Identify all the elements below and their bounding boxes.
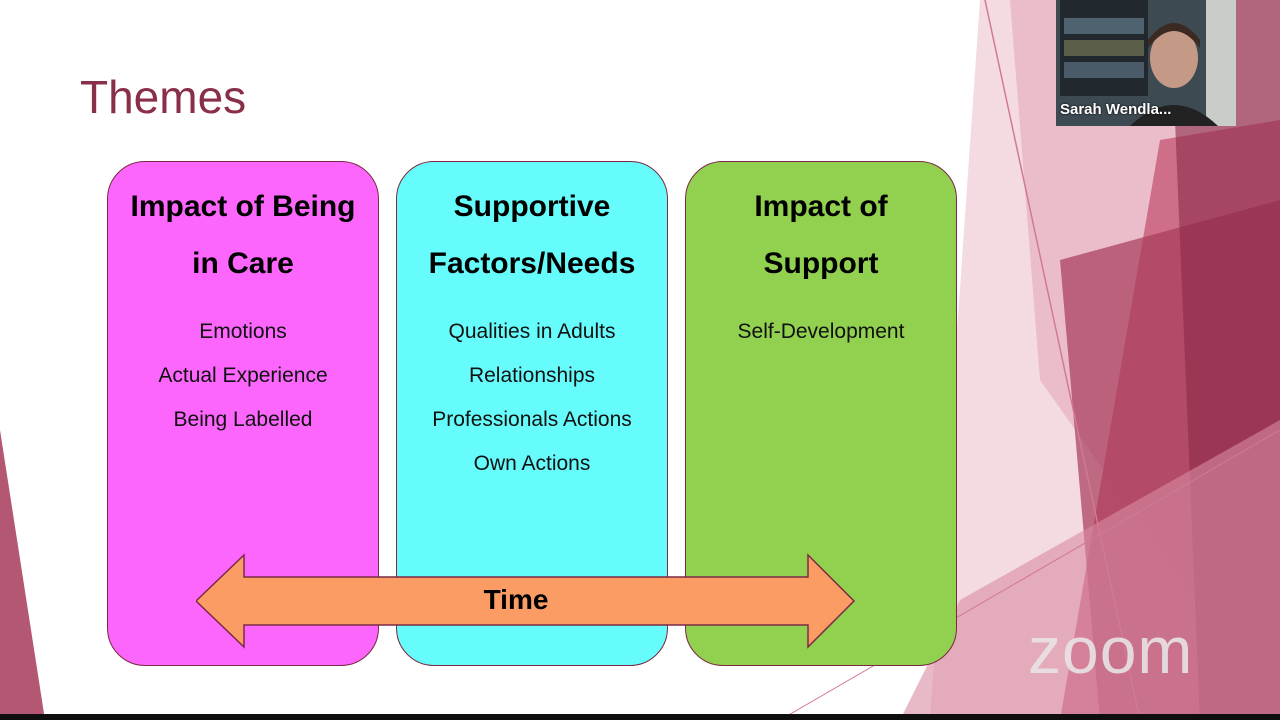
list-item: Actual Experience [158, 364, 328, 387]
list-item: Emotions [199, 320, 287, 343]
list-item: Own Actions [473, 452, 591, 475]
panel-item-list: Qualities in Adults Relationships Profes… [397, 310, 667, 486]
bottom-edge-bar [0, 714, 1280, 720]
panel-item-list: Emotions Actual Experience Being Labelle… [108, 310, 378, 442]
panel-heading: Supportive Factors/Needs [428, 190, 636, 280]
timeline-label: Time [483, 584, 549, 615]
list-item: Being Labelled [173, 408, 313, 431]
zoom-watermark: zoom [1028, 613, 1194, 687]
participant-video-thumbnail[interactable] [1056, 0, 1236, 126]
webcam-feed-image [1056, 0, 1236, 126]
list-item: Relationships [468, 364, 596, 387]
list-item: Self-Development [737, 320, 905, 343]
panel-heading: Impact of Support [754, 190, 888, 280]
slide-title: Themes [80, 71, 247, 123]
time-double-arrow [196, 553, 856, 649]
list-item: Qualities in Adults [448, 320, 616, 343]
participant-name-label: Sarah Wendla... [1060, 101, 1172, 118]
list-item: Professionals Actions [432, 408, 632, 431]
panel-heading: Impact of Being in Care [130, 190, 356, 280]
panel-item-list: Self-Development [686, 310, 956, 354]
